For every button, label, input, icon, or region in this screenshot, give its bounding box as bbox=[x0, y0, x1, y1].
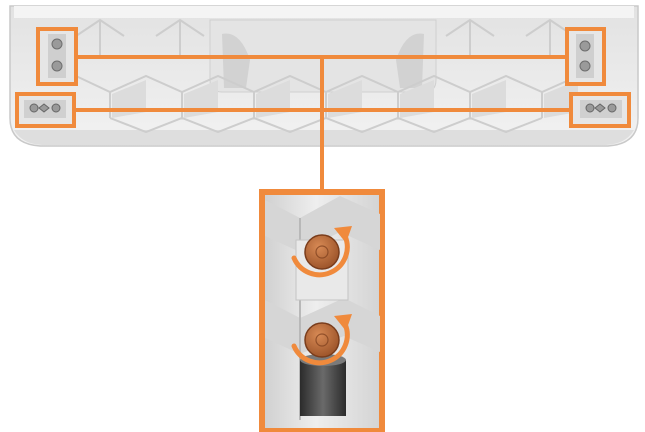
callout-bracket-bottom-right bbox=[569, 92, 631, 128]
screw-icon bbox=[594, 103, 606, 113]
screw-icon bbox=[51, 60, 63, 72]
screw-icon bbox=[585, 103, 595, 113]
rotate-arrow-icon bbox=[291, 321, 350, 366]
screw-icon bbox=[51, 38, 63, 50]
screw-icon bbox=[29, 103, 39, 113]
screw-icon bbox=[579, 40, 591, 52]
metal-post bbox=[300, 360, 346, 416]
rotate-arrow-head bbox=[334, 314, 352, 331]
callout-screw-top-left bbox=[36, 27, 78, 86]
rib-pattern bbox=[75, 18, 579, 134]
callout-connectors bbox=[76, 55, 571, 190]
callout-screw-top-right bbox=[565, 27, 606, 86]
rotate-arrow-head bbox=[334, 226, 352, 243]
detail-inset bbox=[259, 189, 385, 432]
screw-icon bbox=[304, 234, 340, 270]
rotate-arrow-icon bbox=[291, 233, 350, 278]
screw-icon bbox=[51, 103, 61, 113]
screw-icon bbox=[38, 103, 50, 113]
screw-icon bbox=[607, 103, 617, 113]
screw-icon bbox=[304, 322, 340, 358]
screw-icon bbox=[579, 60, 591, 72]
callout-bracket-bottom-left bbox=[15, 92, 76, 128]
